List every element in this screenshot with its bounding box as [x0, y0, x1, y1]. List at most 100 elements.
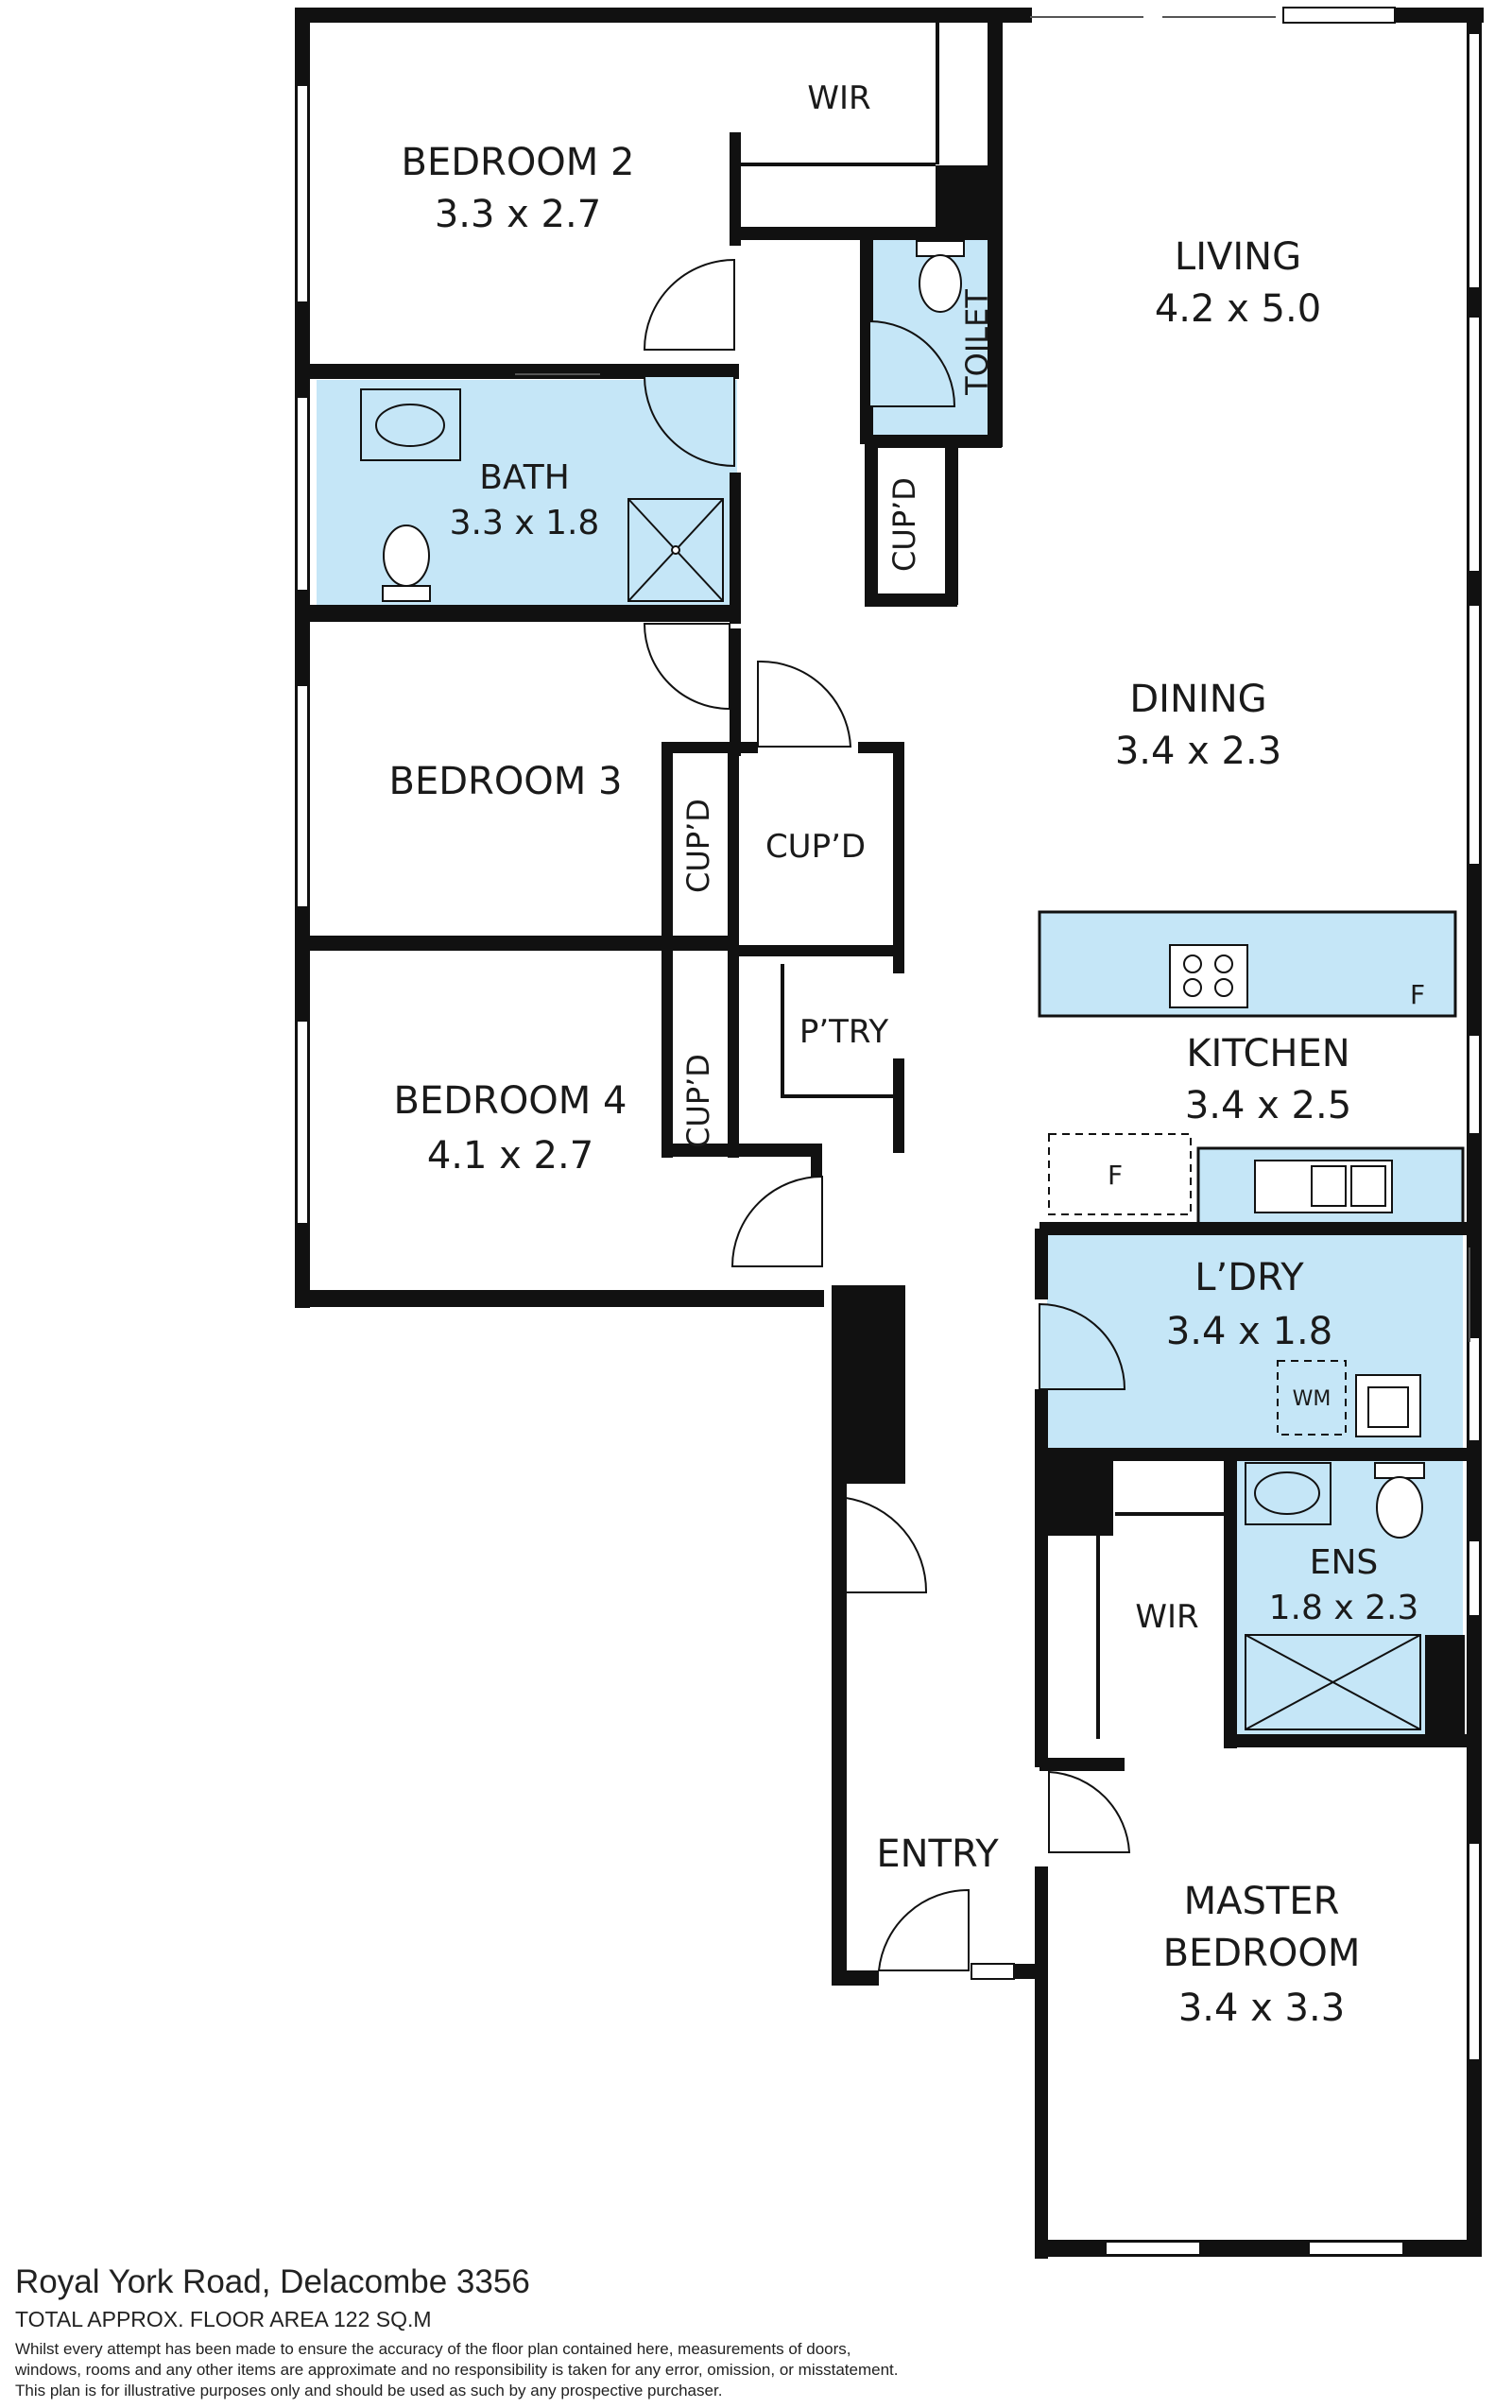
- wall: [662, 742, 737, 753]
- disclaimer-line: Whilst every attempt has been made to en…: [15, 2340, 851, 2358]
- wir-top-name: WIR: [807, 79, 870, 117]
- sink-bowl: [1350, 1165, 1386, 1207]
- wall: [1035, 2240, 1479, 2257]
- shower-drain: [671, 545, 680, 555]
- bedroom4-size: 4.1 x 2.7: [427, 1134, 593, 1178]
- burner: [1214, 955, 1233, 973]
- wall: [811, 1144, 822, 1181]
- door-swing: [643, 375, 735, 468]
- burner: [1214, 978, 1233, 997]
- fridge-space: [1048, 1133, 1192, 1215]
- wall: [832, 1970, 879, 1986]
- door-swing: [845, 1496, 928, 1593]
- bedroom3-name: BEDROOM 3: [389, 760, 623, 803]
- window: [1308, 2241, 1404, 2256]
- burner: [1183, 978, 1202, 997]
- wall: [1035, 1229, 1048, 1299]
- cupd-upper-name: CUP’D: [886, 477, 922, 572]
- floor-plan: BEDROOM 2 3.3 x 2.7 WIR TOILET LIVING 4.…: [295, 7, 1484, 2259]
- wall: [893, 742, 904, 973]
- dining-name: DINING: [1129, 678, 1266, 721]
- wall: [1011, 1964, 1040, 1979]
- wall: [295, 8, 310, 1308]
- toilet-icon: [919, 254, 962, 313]
- bedroom2-size: 3.3 x 2.7: [435, 193, 601, 236]
- wall: [1096, 1531, 1100, 1739]
- toilet-cistern: [382, 585, 431, 602]
- window: [1468, 1336, 1481, 1442]
- wall: [1425, 1635, 1465, 1739]
- window: [1468, 316, 1481, 573]
- entry-name: ENTRY: [876, 1832, 999, 1876]
- fridge-space-label: F: [1108, 1160, 1123, 1191]
- cupd-bed4-name: CUP’D: [680, 1054, 716, 1148]
- wall: [1035, 1389, 1048, 1767]
- door-swing: [730, 1175, 823, 1267]
- wall: [893, 1058, 904, 1153]
- laundry-size: 3.4 x 1.8: [1166, 1310, 1332, 1353]
- sliding-indicators: [515, 16, 1470, 1342]
- wall: [1115, 1512, 1228, 1516]
- ens-vanity: [1245, 1462, 1332, 1525]
- doors: [643, 258, 1131, 1971]
- window: [1282, 7, 1396, 24]
- living-size: 4.2 x 5.0: [1155, 287, 1321, 331]
- shower-line: [1245, 1634, 1421, 1730]
- window: [296, 1020, 309, 1225]
- toilet-icon: [1376, 1476, 1423, 1539]
- wall: [295, 364, 739, 379]
- wall: [1224, 1455, 1237, 1748]
- floor-area: TOTAL APPROX. FLOOR AREA 122 SQ.M: [15, 2307, 432, 2331]
- wall: [936, 165, 992, 230]
- door-swing: [757, 660, 852, 748]
- wall: [988, 8, 1003, 447]
- disclaimer: Whilst every attempt has been made to en…: [15, 2339, 1489, 2401]
- wall: [1040, 1448, 1482, 1461]
- toilet-icon: [383, 525, 430, 587]
- window: [1105, 2241, 1201, 2256]
- wall: [295, 1290, 824, 1307]
- wall: [1040, 1455, 1113, 1536]
- wir-master-name: WIR: [1135, 1598, 1198, 1636]
- bedroom4-name: BEDROOM 4: [394, 1079, 627, 1123]
- disclaimer-line: This plan is for illustrative purposes o…: [15, 2382, 723, 2399]
- burner: [1183, 955, 1202, 973]
- wall: [858, 742, 903, 753]
- toilet-cistern: [1374, 1462, 1425, 1479]
- wall: [832, 1597, 847, 1985]
- wall: [1224, 1734, 1481, 1747]
- master-name-line1: MASTER: [1184, 1880, 1340, 1923]
- wall: [295, 936, 739, 951]
- ensuite-floor: [1233, 1460, 1463, 1744]
- disclaimer-line: windows, rooms and any other items are a…: [15, 2361, 899, 2379]
- door-swing: [868, 319, 956, 407]
- wall: [732, 132, 736, 236]
- wall: [730, 628, 741, 756]
- shower-icon: [627, 498, 724, 602]
- window: [1468, 32, 1481, 289]
- door-swing: [1048, 1770, 1131, 1853]
- master-size: 3.4 x 3.3: [1178, 1987, 1345, 2030]
- living-name: LIVING: [1175, 235, 1301, 279]
- door-swing: [643, 623, 730, 711]
- bath-size: 3.3 x 1.8: [450, 504, 600, 542]
- window: [296, 84, 309, 303]
- window: [1468, 1034, 1481, 1135]
- wall: [730, 473, 741, 624]
- wall: [781, 964, 784, 1098]
- wall: [781, 1094, 900, 1098]
- master-name-line2: BEDROOM: [1163, 1932, 1361, 1975]
- wm-space: [1277, 1360, 1347, 1436]
- wall: [662, 1144, 822, 1157]
- door-swing: [1039, 1302, 1126, 1390]
- wall: [1389, 8, 1484, 23]
- window: [296, 684, 309, 908]
- wall: [1035, 1866, 1048, 2259]
- wall: [945, 444, 958, 605]
- wall: [936, 23, 939, 164]
- wall: [295, 8, 1032, 23]
- wall: [1040, 1222, 1482, 1235]
- kitchen-size: 3.4 x 2.5: [1185, 1084, 1351, 1127]
- shower-icon: [1245, 1634, 1421, 1730]
- basin-icon: [1254, 1471, 1320, 1515]
